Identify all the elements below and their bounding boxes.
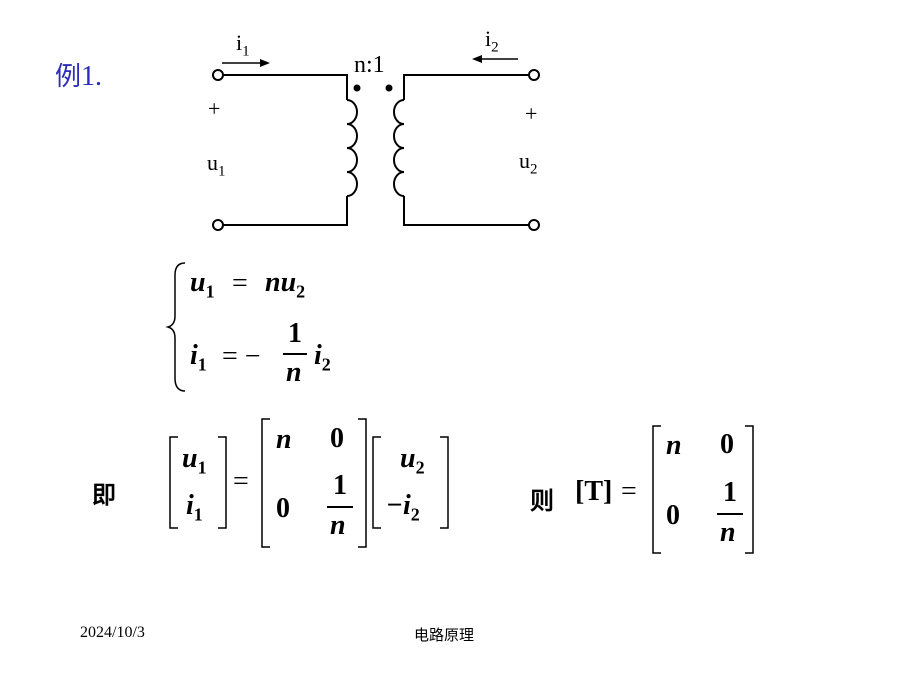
dot-secondary: [385, 84, 393, 92]
tmat-fraction-bar: [717, 513, 743, 515]
example-number: 1.: [81, 61, 103, 92]
vec1-u: u1: [182, 443, 207, 478]
u2-label: u2: [519, 148, 538, 178]
vec1-right-bracket: [218, 436, 227, 529]
mat1-a22-den: n: [330, 510, 346, 541]
vec1-left-bracket: [169, 436, 178, 529]
tmat-a21: 0: [666, 500, 680, 531]
vec1-i: i1: [186, 490, 203, 525]
footer-course: 电路原理: [414, 626, 475, 644]
i2-arrowhead: [472, 55, 482, 63]
turns-ratio: n:1: [354, 52, 385, 78]
mat1-right-bracket: [358, 418, 367, 548]
example-title: 例1.: [55, 56, 102, 93]
mat1-a22-num: 1: [333, 470, 347, 501]
eq2-denominator: n: [286, 357, 302, 388]
tmat-a12: 0: [720, 429, 734, 460]
plus-right: +: [525, 101, 538, 126]
t-equals: =: [621, 476, 637, 507]
tmat-a11: n: [666, 430, 682, 461]
wire-right-bottom: [403, 196, 529, 226]
vec2-minus-i: −i2: [386, 490, 420, 525]
eq2-numerator: 1: [288, 318, 302, 349]
mat1-a21: 0: [276, 493, 290, 524]
tmat-right-bracket: [745, 425, 754, 554]
secondary-coil: [393, 99, 405, 197]
eq2-lhs: i1: [190, 340, 207, 375]
matrix-equals: =: [233, 466, 249, 497]
plus-left: +: [208, 96, 221, 121]
eq1-equals: =: [232, 268, 248, 299]
primary-coil: [346, 99, 358, 197]
mat1-a12: 0: [330, 423, 344, 454]
ze-label: 则: [530, 487, 554, 515]
dot-primary: [353, 84, 361, 92]
vec2-u: u2: [400, 443, 425, 478]
example-prefix: 例: [55, 62, 82, 92]
wire-right-top: [403, 74, 529, 100]
tmat-a22-den: n: [720, 517, 736, 548]
footer-date: 2024/10/3: [80, 624, 145, 641]
eq1-lhs: u1: [190, 267, 215, 302]
mat1-fraction-bar: [327, 506, 353, 508]
mat1-a11: n: [276, 424, 292, 455]
u1-label: u1: [207, 150, 226, 180]
tmat-left-bracket: [652, 425, 661, 554]
eq1-rhs: nu2: [265, 267, 306, 302]
mat1-left-bracket: [261, 418, 270, 548]
ji-label: 即: [92, 481, 116, 509]
t-label: [T]: [575, 476, 613, 507]
eq2-fraction-bar: [283, 353, 307, 355]
eq2-rhs: i2: [314, 340, 331, 375]
vec2-left-bracket: [372, 436, 381, 529]
eq2-equals-minus: = −: [222, 341, 261, 372]
vec2-right-bracket: [440, 436, 449, 529]
i1-arrowhead: [260, 59, 270, 67]
tmat-a22-num: 1: [723, 477, 737, 508]
i2-label: i2: [485, 26, 499, 56]
i1-label: i1: [236, 30, 250, 60]
wire-left-top: [223, 74, 348, 100]
wire-left-bottom: [223, 196, 348, 226]
